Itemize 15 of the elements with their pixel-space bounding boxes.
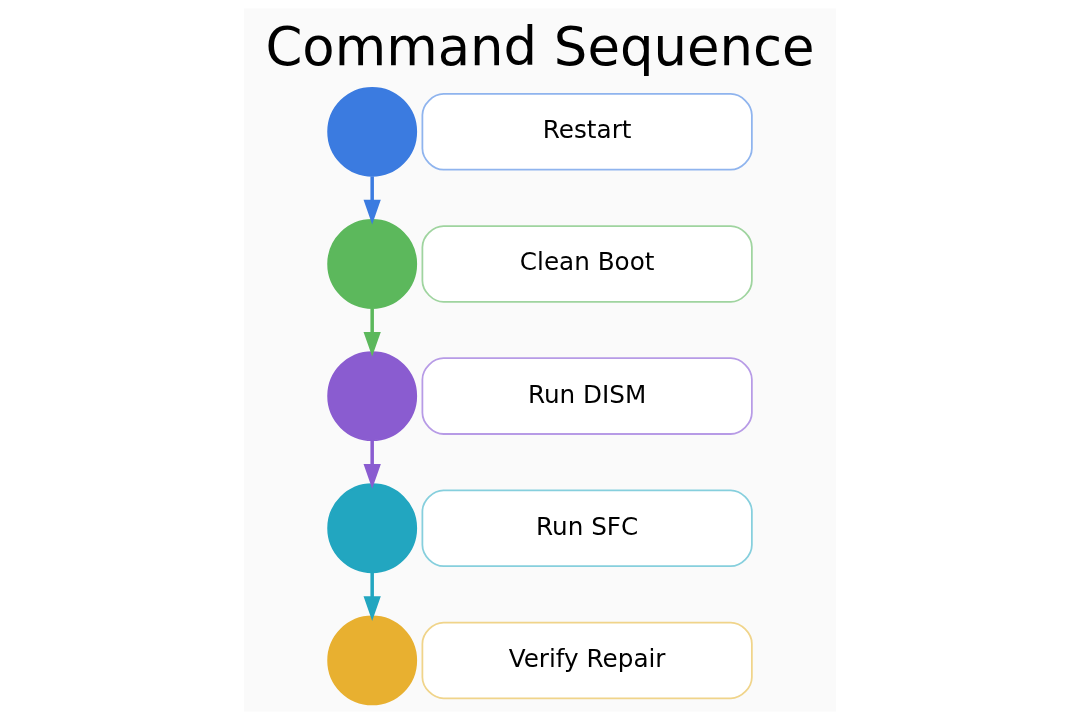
node-circle [327, 483, 418, 574]
node-box: Clean Boot [421, 225, 753, 303]
node-box: Restart [421, 93, 753, 171]
node-box: Run SFC [421, 489, 753, 567]
node-circle [327, 615, 418, 706]
node-circle [327, 351, 418, 442]
node-box: Run DISM [421, 357, 753, 435]
node-circle [327, 219, 418, 309]
arrow [363, 308, 381, 357]
node-box: Verify Repair [421, 621, 753, 700]
node-circle [327, 86, 418, 177]
arrow [363, 572, 381, 621]
diagram-title: Command Sequence [265, 15, 815, 77]
arrow [363, 440, 381, 489]
arrow [363, 176, 381, 225]
